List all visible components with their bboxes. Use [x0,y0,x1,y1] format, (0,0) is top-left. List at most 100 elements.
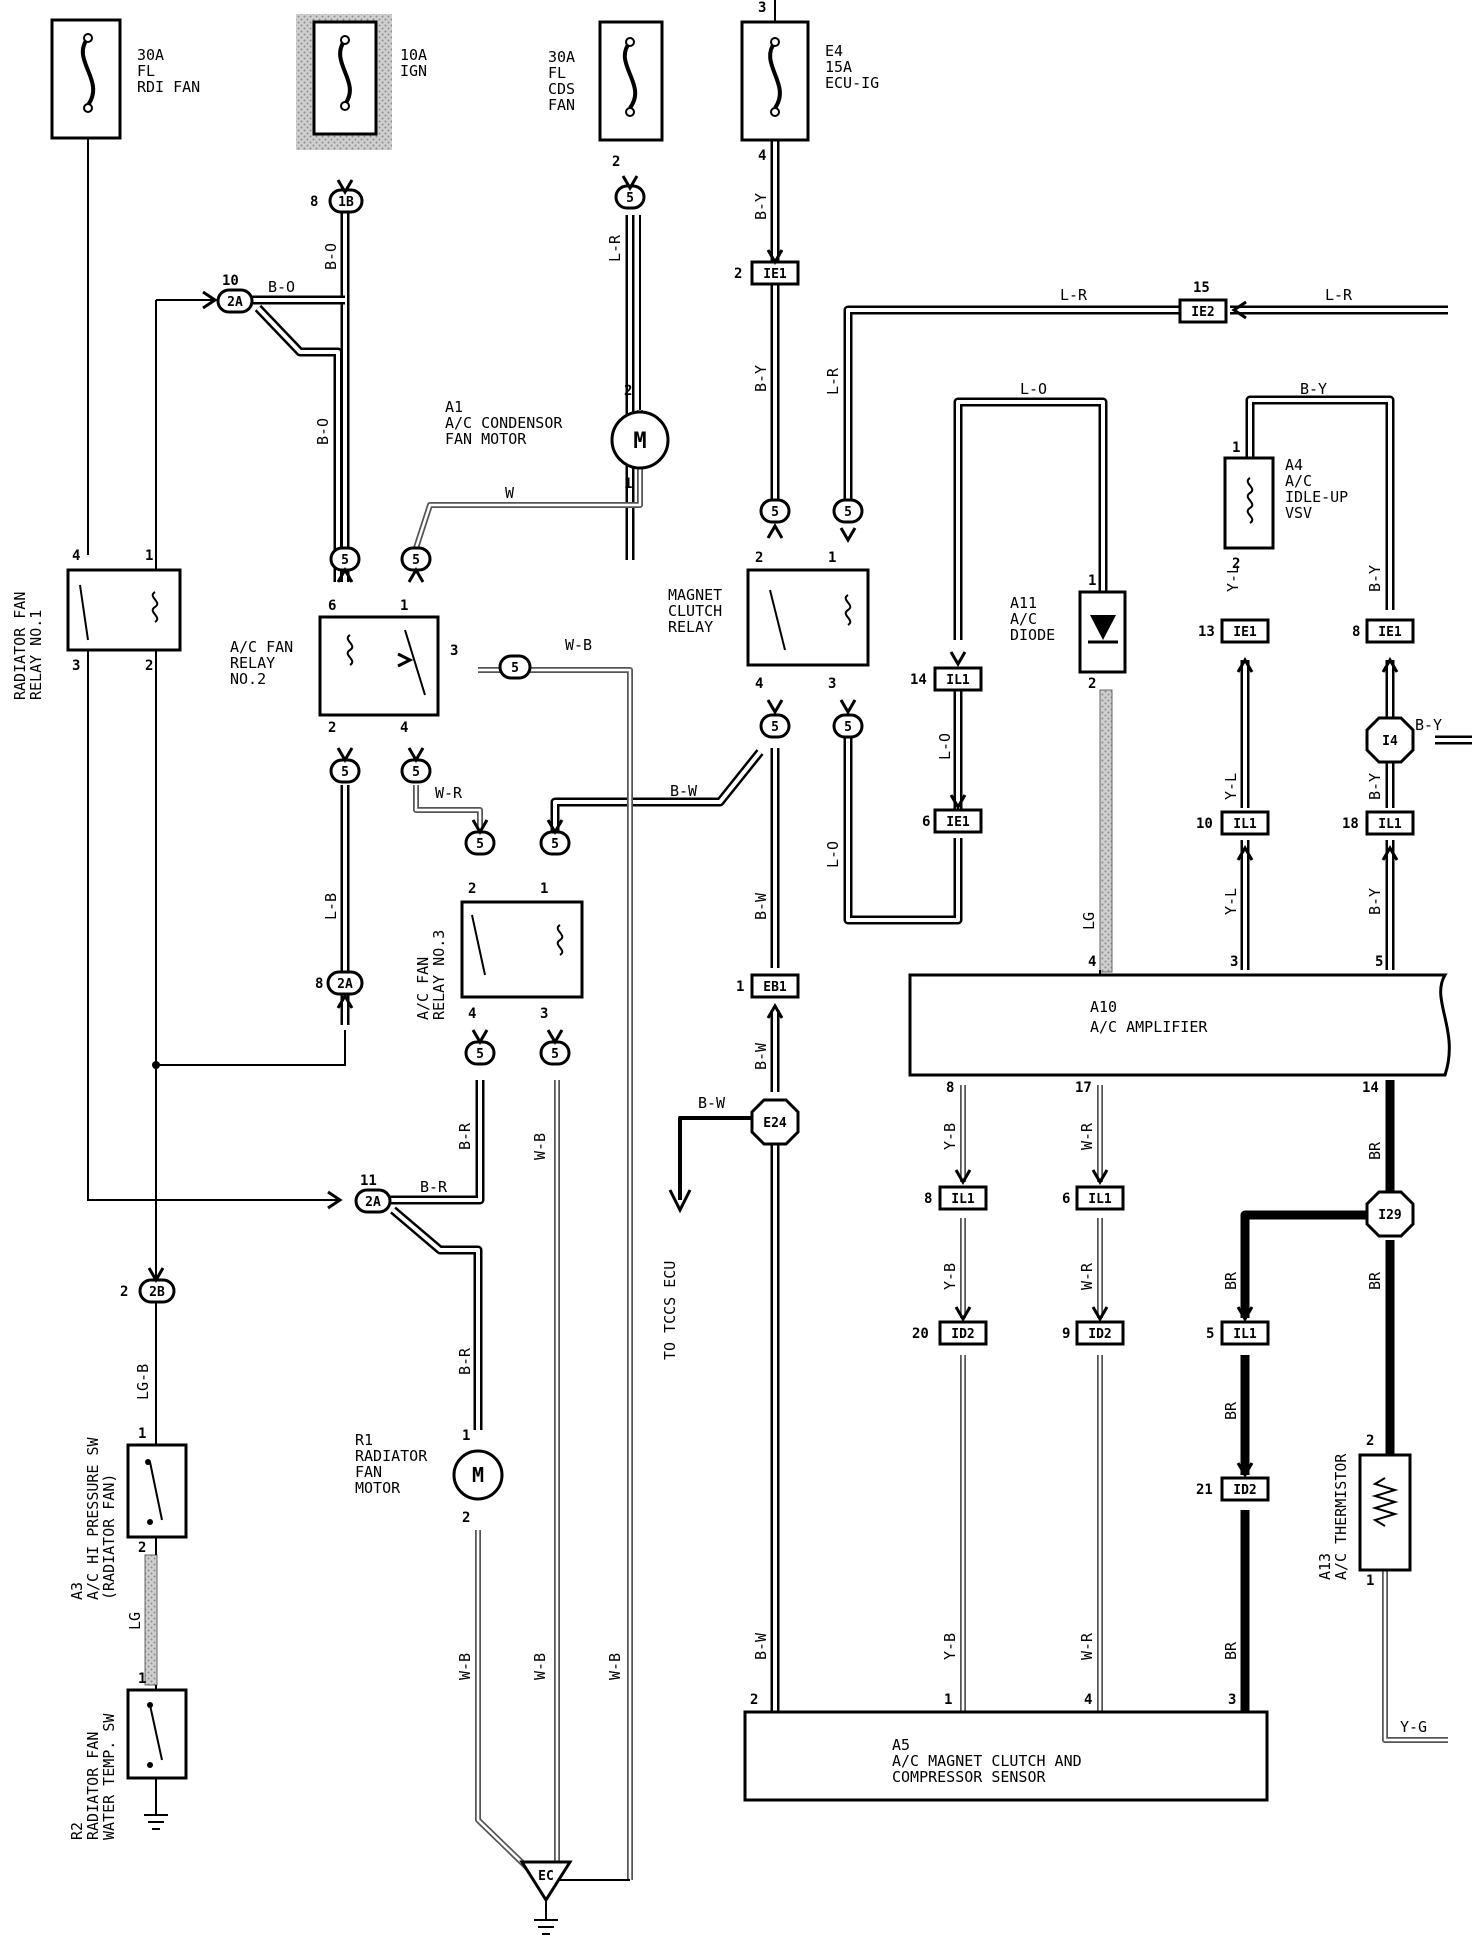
r2-id: R2 [68,1822,86,1840]
pin-label: 1 [540,881,548,897]
pin-label: 5 [1375,954,1383,970]
pin-label: 11 [360,1173,377,1189]
pin-label: 2 [750,1692,758,1708]
fuse-rdi-fan-name: RDI FAN [137,78,200,96]
connector-ie1-8: IE1 8 [1352,618,1415,644]
pin-label: 4 [468,1006,476,1022]
pin-label: 8 [315,976,323,992]
wire-label: L-O [824,841,842,868]
connector-label: IL1 [1233,817,1257,832]
connector-label: 5 [551,837,559,852]
wire-label: B-W [698,1094,726,1112]
rad-relay-1-name: RADIATOR FAN [11,592,29,700]
pin-label: 2 [734,266,742,282]
pin-label: 8 [310,194,318,210]
wire-label: B-O [314,418,332,445]
wire-label: B-O [268,278,295,296]
wire-label: B-Y [1366,565,1384,592]
connector-label: 5 [341,553,349,568]
fan-relay-2-name2: RELAY [230,654,275,672]
pin-label: 1 [736,979,744,995]
a1-name2: FAN MOTOR [445,430,527,448]
connector-label: 5 [476,1047,484,1062]
connector-label: 5 [771,720,779,735]
a11-line2: A/C [1010,610,1037,628]
pin-label: 10 [1196,816,1213,832]
connector-5: 5 [832,713,864,739]
wire-label: W-R [1078,1122,1096,1150]
to-tccs-label: TO TCCS ECU [661,1261,679,1360]
pin-label: 4 [1084,1692,1092,1708]
r2-water-temp-switch: 1 R2 RADIATOR FAN WATER TEMP. SW [68,1671,188,1840]
pin-label: 2 [145,658,153,674]
rad-relay-1-name2: RELAY NO.1 [27,610,45,700]
wire-labels: B-O B-O B-O L-R B-Y B-Y L-R L-R L-R L-O … [126,193,1442,1736]
wire-label: W-R [435,784,463,802]
pin-label: 1 [1366,1573,1374,1589]
pin-label: 1 [400,598,408,614]
wire-label: B-R [456,1347,474,1375]
junction-i4: I4 [1365,716,1415,764]
a11-line3: DIODE [1010,626,1055,644]
pin-label: 8 [946,1080,954,1096]
pin-label: 1 [624,476,632,492]
wire-label: B-Y [1300,380,1327,398]
wire-label: B-Y [1415,716,1442,734]
wire-label: W-B [565,636,592,654]
connector-label: E24 [763,1116,787,1131]
wire-label: L-B [322,893,340,920]
connector-label: 2A [365,1195,381,1210]
a5-name: A/C MAGNET CLUTCH AND [892,1752,1082,1770]
ac-fan-relay-3: 2 1 4 3 A/C FAN RELAY NO.3 [414,881,584,1022]
wire-label: W-B [456,1653,474,1680]
pin-label: 2 [468,881,476,897]
connector-label: IE1 [946,815,970,830]
pin-label: 8 [924,1191,932,1207]
pin-label: 2 [328,720,336,736]
pin-label: 4 [758,148,766,164]
pin-label: 4 [400,720,408,736]
connector-label: IL1 [951,1192,975,1207]
a13-name: A/C THERMISTOR [1332,1453,1350,1580]
fuse-ign-name: IGN [400,62,427,80]
junction-i29: I29 [1365,1190,1415,1238]
a4-idle-up-vsv: 1 2 A4 A/C IDLE-UP VSV [1223,440,1348,572]
connector-label: 5 [844,720,852,735]
connector-label: ID2 [951,1327,974,1342]
a3-id: A3 [68,1582,86,1600]
wire-label: Y-B [941,1633,959,1660]
connector-5: 5 [329,546,361,572]
r1-line2: RADIATOR [355,1447,428,1465]
connector-il1-10: IL1 10 [1196,810,1270,836]
pin-label: 18 [1342,816,1359,832]
connector-label: 5 [844,505,852,520]
connector-2b: 2B 2 [120,1278,176,1304]
wire-label: B-Y [752,193,770,220]
connector-5: 5 [498,654,532,680]
wire-label: Y-L [1224,565,1242,592]
wire-label: B-W [752,1042,770,1070]
fuse-ecu-ig-id: E4 [825,42,843,60]
pin-label: 2 [624,383,632,399]
connector-5: 5 [539,830,571,856]
a10-name: A/C AMPLIFIER [1090,1018,1208,1036]
wire-label: B-R [420,1178,448,1196]
fan-relay-3-name: A/C FAN [414,957,432,1020]
pin-label: 3 [72,658,80,674]
wire-label: B-W [670,782,698,800]
flow-arrows [147,175,1399,1478]
a3-name: A/C HI PRESSURE SW [84,1436,102,1600]
connector-2a-10: 2A 10 [216,273,254,314]
magnet-relay-name3: RELAY [668,618,713,636]
wire-label: B-R [456,1122,474,1150]
connector-il1-6: IL1 6 [1062,1185,1125,1211]
wire-label: LG [1080,912,1098,930]
connector-il1-18: IL1 18 [1342,810,1415,836]
connector-label: 5 [412,765,420,780]
connector-il1-14: IL1 14 [910,666,983,692]
magnet-relay-name2: CLUTCH [668,602,722,620]
pin-label: 13 [1198,624,1215,640]
connector-il1-5: IL1 5 [1206,1320,1270,1346]
pin-label: 1 [828,550,836,566]
wire-label: B-Y [1366,773,1384,800]
